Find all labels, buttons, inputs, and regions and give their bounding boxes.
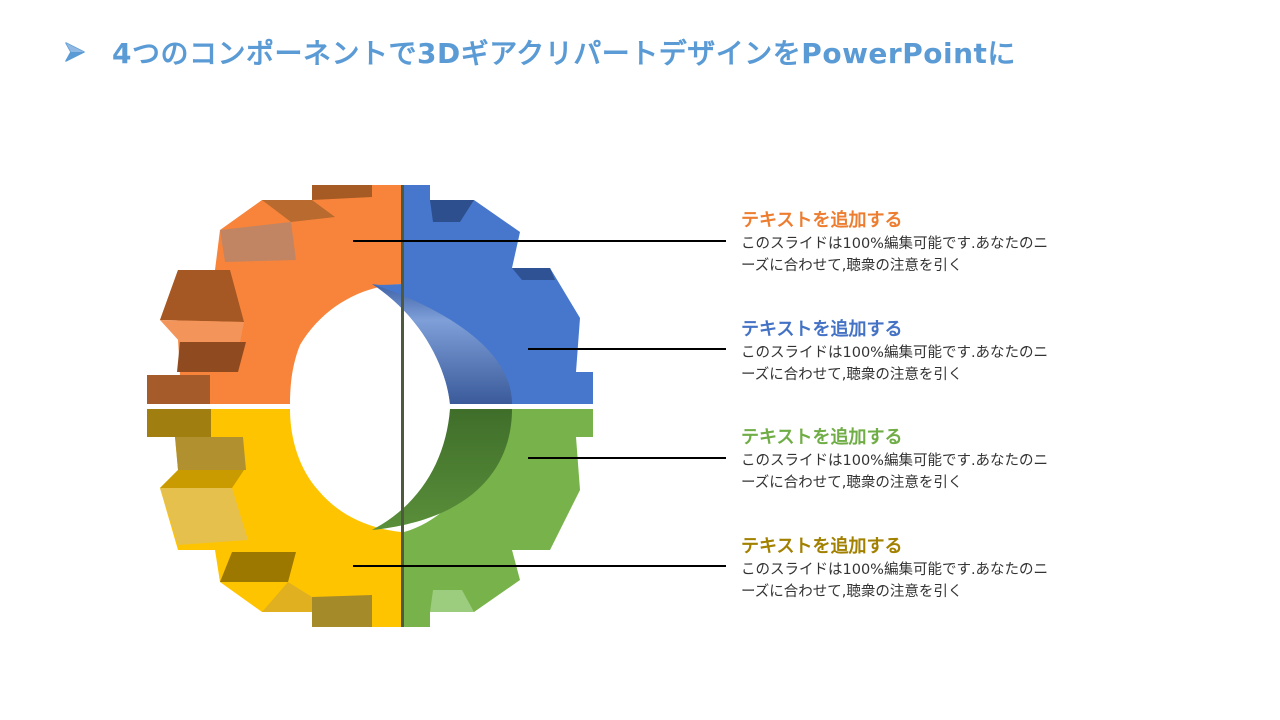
item-heading: テキストを追加する	[741, 319, 903, 340]
leader-line-3	[528, 457, 726, 459]
leader-line-1	[353, 240, 726, 242]
text-item-1: テキストを追加する このスライドは100%編集可能です.あなたのニーズに合わせて…	[741, 209, 1081, 277]
item-body: このスライドは100%編集可能です.あなたのニーズに合わせて,聴衆の注意を引く	[741, 453, 1049, 491]
gear-center-divider	[401, 185, 404, 627]
text-item-3: テキストを追加する このスライドは100%編集可能です.あなたのニーズに合わせて…	[741, 426, 1081, 494]
item-body: このスライドは100%編集可能です.あなたのニーズに合わせて,聴衆の注意を引く	[741, 345, 1049, 383]
text-item-2: テキストを追加する このスライドは100%編集可能です.あなたのニーズに合わせて…	[741, 318, 1081, 386]
leader-line-4	[353, 565, 726, 567]
item-heading: テキストを追加する	[741, 427, 903, 448]
item-body: このスライドは100%編集可能です.あなたのニーズに合わせて,聴衆の注意を引く	[741, 236, 1049, 274]
gear-segment-orange	[147, 185, 401, 404]
item-heading: テキストを追加する	[741, 536, 903, 557]
item-body: このスライドは100%編集可能です.あなたのニーズに合わせて,聴衆の注意を引く	[741, 562, 1049, 600]
gear-segment-blue	[372, 185, 593, 404]
item-heading: テキストを追加する	[741, 210, 903, 231]
slide-title: 4つのコンポーネントで3DギアクリパートデザインをPowerPointに	[112, 37, 1016, 70]
gear-segment-yellow	[147, 409, 401, 627]
text-item-4: テキストを追加する このスライドは100%編集可能です.あなたのニーズに合わせて…	[741, 535, 1081, 603]
title-row: 4つのコンポーネントで3DギアクリパートデザインをPowerPointに	[64, 30, 1016, 74]
arrow-bullet-icon	[65, 42, 85, 62]
gear-segment-green	[372, 409, 593, 627]
leader-line-2	[528, 348, 726, 350]
